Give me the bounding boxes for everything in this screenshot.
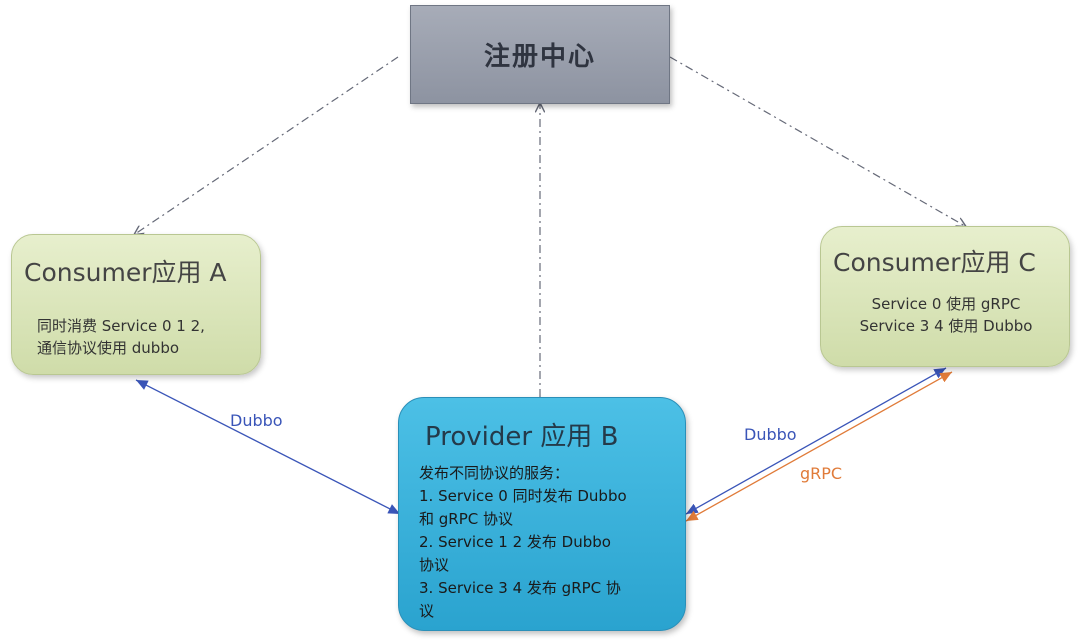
- provider-b-line: 和 gRPC 协议: [419, 510, 513, 528]
- link-label-dubbo-a-b: Dubbo: [230, 411, 283, 430]
- provider-b-line: 协议: [419, 556, 450, 574]
- consumer-c-description: Service 0 使用 gRPC Service 3 4 使用 Dubbo: [821, 293, 1071, 337]
- provider-b-line: 2. Service 1 2 发布 Dubbo: [419, 533, 611, 551]
- dubbo-link-a-b: [135, 379, 401, 515]
- consumer-c-title: Consumer应用 C: [833, 248, 1036, 277]
- provider-b-title: Provider 应用 B: [425, 422, 619, 452]
- registry-center-box: 注册中心: [410, 5, 670, 104]
- consumer-c-line: Service 3 4 使用 Dubbo: [859, 317, 1033, 335]
- provider-b-line: 1. Service 0 同时发布 Dubbo: [419, 487, 627, 505]
- link-label-dubbo-b-c: Dubbo: [744, 425, 797, 444]
- provider-b-line: 3. Service 3 4 发布 gRPC 协: [419, 579, 621, 597]
- consumer-c-line: Service 0 使用 gRPC: [871, 295, 1021, 313]
- provider-b-line: 发布不同协议的服务：: [419, 464, 570, 482]
- consumer-a-box: Consumer应用 A 同时消费 Service 0 1 2, 通信协议使用 …: [11, 234, 261, 375]
- consumer-a-line: 通信协议使用 dubbo: [37, 339, 180, 357]
- link-label-grpc-b-c: gRPC: [800, 464, 843, 483]
- consumer-c-box: Consumer应用 C Service 0 使用 gRPC Service 3…: [820, 226, 1070, 367]
- consumer-a-line: 同时消费 Service 0 1 2,: [37, 317, 205, 335]
- consumer-a-title: Consumer应用 A: [24, 258, 227, 287]
- dubbo-link-b-c: [685, 367, 947, 515]
- registry-center-label: 注册中心: [483, 42, 596, 72]
- registry-to-consumer-a-link: [135, 56, 399, 234]
- consumer-a-description: 同时消费 Service 0 1 2, 通信协议使用 dubbo: [37, 315, 205, 359]
- registry-to-consumer-c-link: [669, 56, 965, 226]
- provider-b-description: 发布不同协议的服务： 1. Service 0 同时发布 Dubbo 和 gRP…: [419, 462, 627, 623]
- provider-b-box: Provider 应用 B 发布不同协议的服务： 1. Service 0 同时…: [398, 397, 686, 631]
- provider-b-line: 议: [419, 602, 435, 620]
- grpc-link-b-c: [685, 371, 953, 522]
